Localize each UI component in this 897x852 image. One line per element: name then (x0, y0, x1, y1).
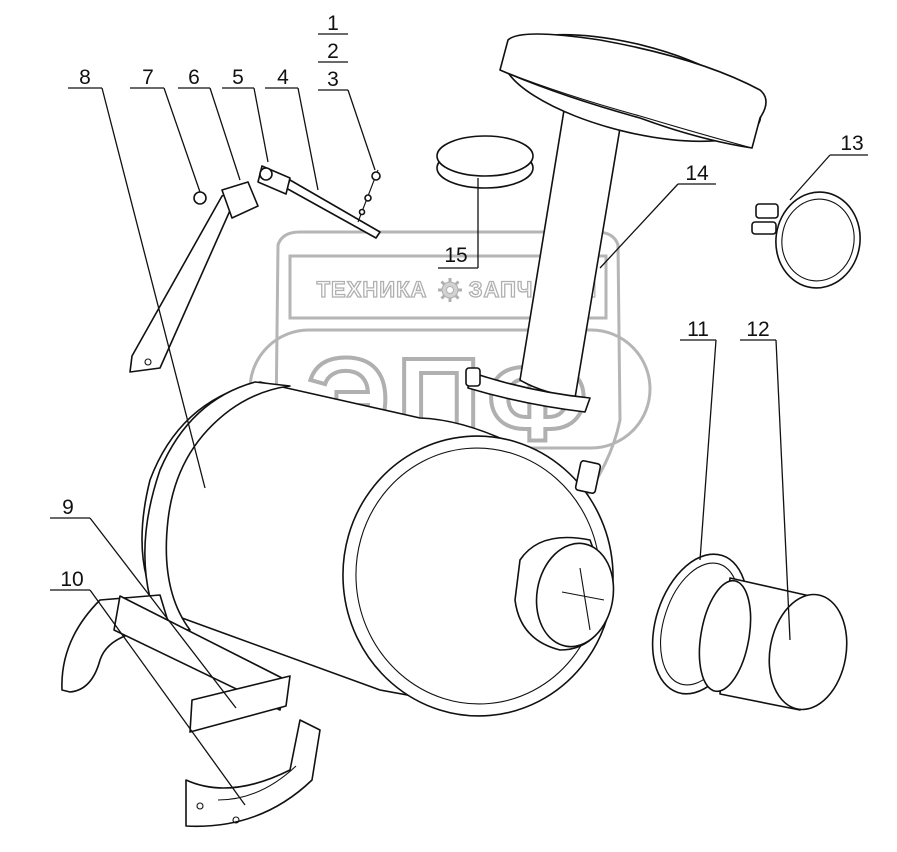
part-8-filter-housing (141, 367, 615, 717)
callout-labels: 1 2 3 4 5 6 7 8 9 10 11 12 13 14 15 (60, 12, 863, 591)
watermark-banner (288, 254, 608, 320)
callout-13: 13 (840, 132, 863, 155)
callout-6: 6 (188, 66, 200, 89)
callout-8: 8 (79, 66, 91, 89)
callout-14: 14 (685, 162, 709, 185)
callout-10: 10 (60, 568, 83, 591)
watermark-text-left: ТЕХНИКА (317, 277, 428, 302)
part-12-sleeve (698, 577, 848, 711)
callout-15: 15 (444, 244, 467, 267)
part-7-bracket (129, 181, 259, 373)
part-13-hose-clamp (751, 191, 861, 289)
callout-1: 1 (327, 12, 339, 35)
callout-leaders (50, 33, 868, 806)
callout-3: 3 (327, 68, 339, 91)
part-14-intake-pipe (499, 33, 767, 399)
gear-icon (438, 278, 462, 302)
callout-11: 11 (687, 318, 709, 341)
callout-5: 5 (232, 66, 244, 89)
callout-4: 4 (277, 66, 289, 89)
part-10-strap (61, 594, 291, 733)
callout-7: 7 (142, 66, 154, 89)
part-5-fitting (257, 165, 291, 195)
callout-12: 12 (746, 318, 769, 341)
part-15-cap (436, 135, 534, 189)
callout-9: 9 (62, 496, 74, 519)
part-9-bracket (185, 719, 321, 828)
part-4-tube (285, 179, 381, 239)
callout-2: 2 (327, 40, 339, 63)
parts-1-3-screw (357, 169, 381, 223)
